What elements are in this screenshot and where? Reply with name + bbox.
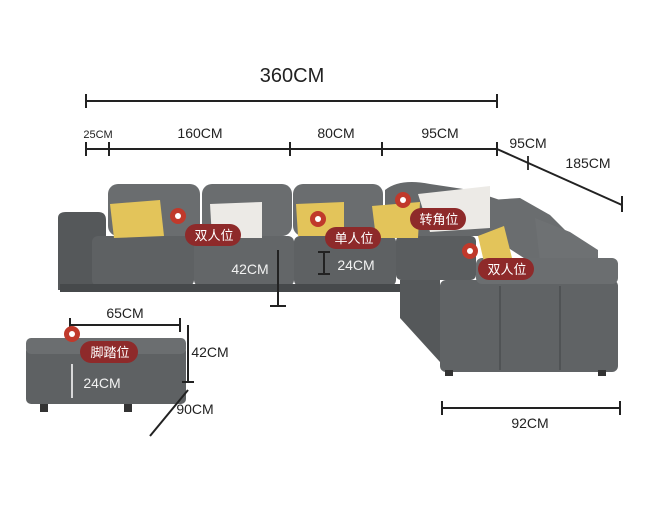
tag-double-left: 双人位 bbox=[170, 208, 241, 246]
back-height-label: 42CM bbox=[231, 261, 268, 277]
ottoman-seat-label: 24CM bbox=[83, 375, 120, 391]
armrest-width-label: 25CM bbox=[83, 129, 112, 141]
side-depth-label: 95CM bbox=[509, 135, 546, 151]
chaise-side bbox=[400, 280, 440, 362]
dimension-lines bbox=[69, 94, 623, 437]
tag-corner-label: 转角位 bbox=[419, 213, 458, 228]
double-seat-width-label: 160CM bbox=[177, 125, 222, 141]
chaise-front bbox=[440, 280, 618, 372]
seat-cushion bbox=[92, 236, 194, 286]
tag-footstool-label: 脚踏位 bbox=[90, 345, 129, 361]
pillow-yellow bbox=[478, 226, 512, 262]
tag-single: 单人位 bbox=[310, 211, 381, 249]
sofa-base bbox=[60, 284, 400, 292]
chaise-width-label: 92CM bbox=[511, 415, 548, 431]
tag-corner: 转角位 bbox=[395, 192, 466, 230]
ottoman-body bbox=[26, 346, 186, 404]
tag-double-left-label: 双人位 bbox=[194, 229, 233, 244]
seat-cushion bbox=[194, 236, 294, 286]
ottoman-height-label: 42CM bbox=[191, 344, 228, 360]
tag-single-label: 单人位 bbox=[334, 232, 373, 247]
seat-height-label: 24CM bbox=[337, 257, 374, 273]
ottoman-width-label: 65CM bbox=[106, 305, 143, 321]
ottoman-depth-label: 90CM bbox=[176, 401, 213, 417]
dimension-labels: 360CM 25CM 160CM 80CM 95CM 95CM 185CM 42… bbox=[83, 65, 610, 431]
corner-width-label: 95CM bbox=[421, 125, 458, 141]
tag-footstool: 脚踏位 bbox=[64, 326, 138, 363]
corner-seat bbox=[396, 236, 476, 280]
side-length-label: 185CM bbox=[565, 155, 610, 171]
pillow-yellow bbox=[372, 202, 420, 238]
single-seat-width-label: 80CM bbox=[317, 125, 354, 141]
pillow-yellow bbox=[110, 200, 164, 238]
total-width-label: 360CM bbox=[260, 65, 324, 87]
tag-double-right-label: 双人位 bbox=[487, 263, 526, 278]
tag-double-right: 双人位 bbox=[462, 243, 534, 280]
